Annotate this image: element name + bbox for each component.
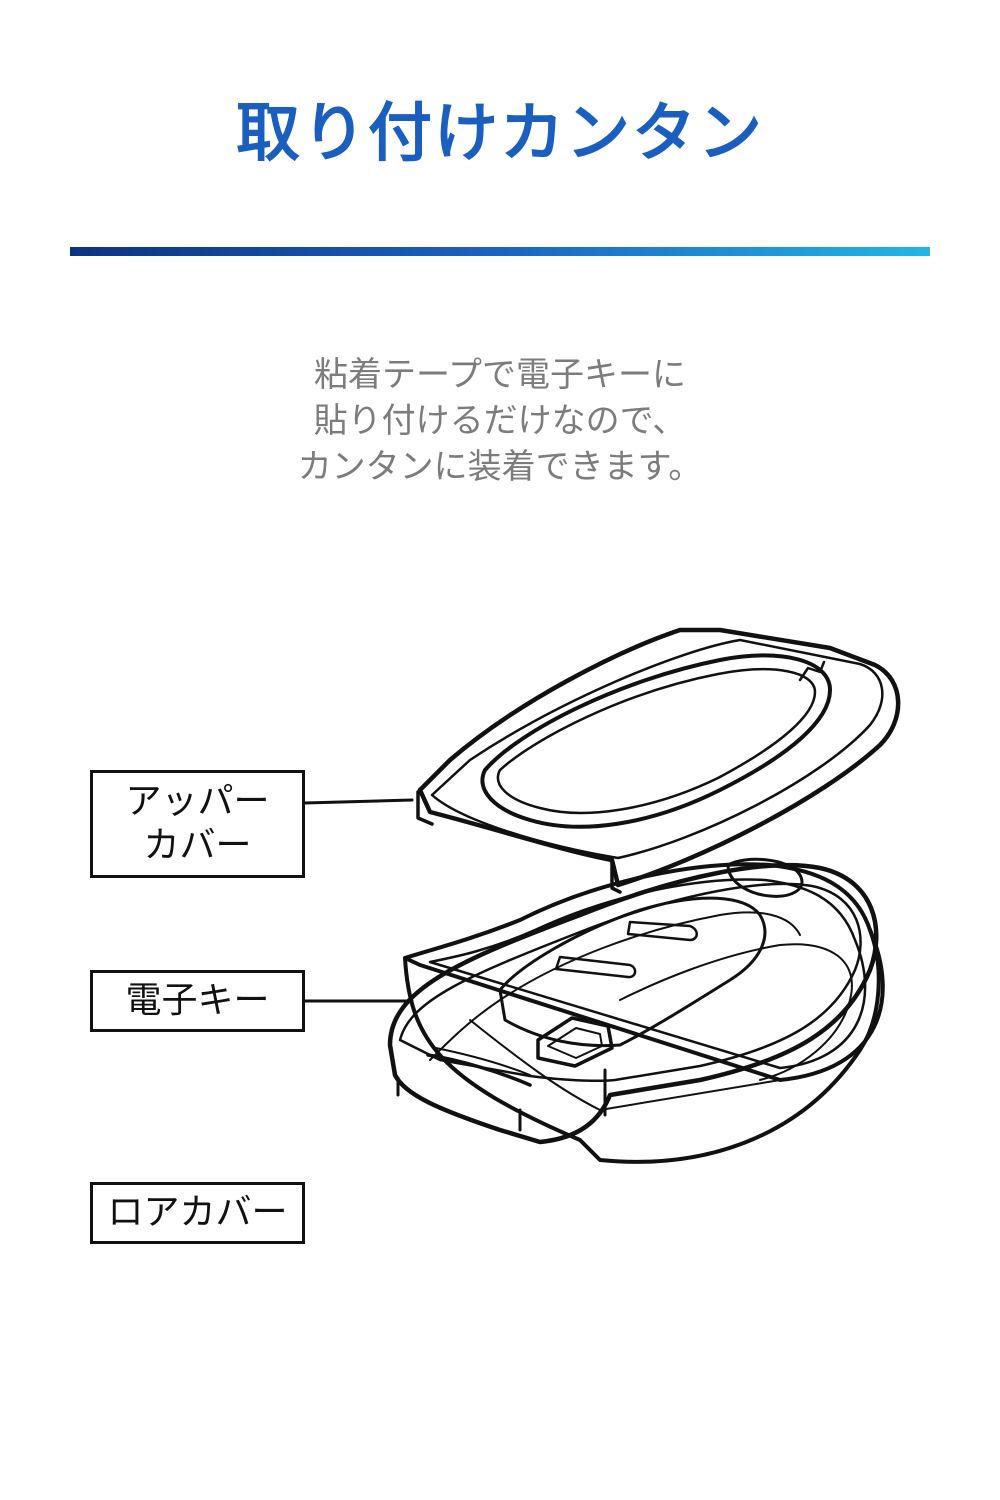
label-upper-cover: アッパー カバー (90, 770, 305, 878)
label-upper-cover-line-2: カバー (143, 825, 252, 866)
exploded-diagram (303, 627, 901, 1164)
electronic-key-illustration (387, 857, 879, 1145)
description-line-1: 粘着テープで電子キーに (314, 355, 686, 395)
upper-cover-illustration (416, 627, 901, 894)
description-line-3: カンタンに装着できます。 (297, 447, 703, 487)
description-line-2: 貼り付けるだけなので、 (313, 401, 687, 441)
title-divider (70, 247, 930, 256)
label-electronic-key: 電子キー (90, 970, 305, 1032)
description: 粘着テープで電子キーに 貼り付けるだけなので、 カンタンに装着できます。 (0, 352, 1000, 490)
label-lower-cover-text: ロアカバー (107, 1192, 288, 1233)
label-upper-cover-line-1: アッパー (125, 781, 270, 822)
leader-line-upper (303, 798, 414, 805)
page-title: 取り付けカンタン (236, 97, 764, 171)
label-electronic-key-text: 電子キー (125, 980, 270, 1021)
label-lower-cover: ロアカバー (90, 1182, 305, 1244)
